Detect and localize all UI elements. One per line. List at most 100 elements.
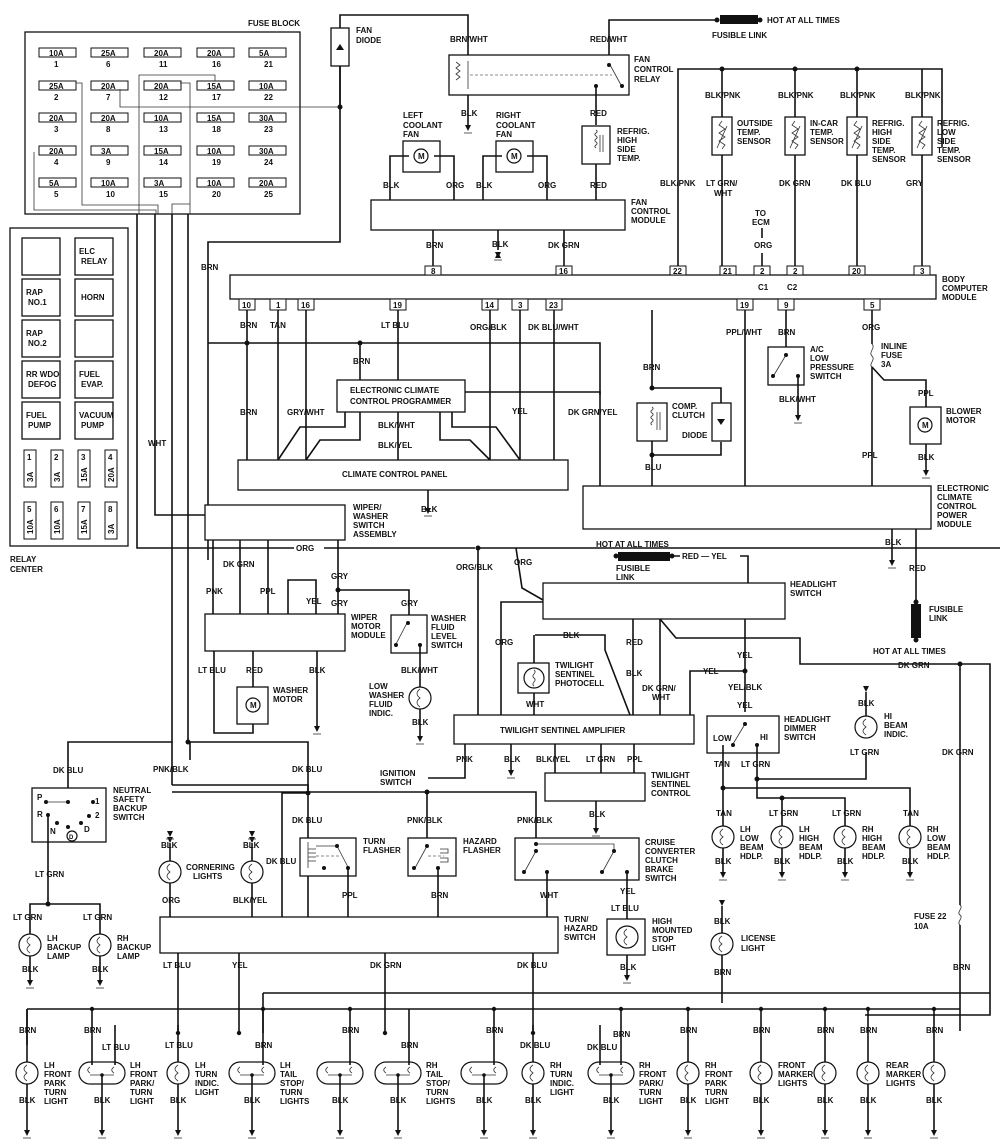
svg-text:BLK: BLK — [714, 917, 731, 926]
svg-text:24: 24 — [264, 158, 273, 167]
svg-text:R: R — [37, 810, 43, 819]
svg-text:BRN: BRN — [240, 321, 258, 330]
svg-text:SWITCH: SWITCH — [113, 813, 145, 822]
svg-text:LH: LH — [799, 825, 810, 834]
svg-text:FLASHER: FLASHER — [463, 846, 501, 855]
svg-text:CONTROL: CONTROL — [651, 789, 691, 798]
svg-text:FRONT: FRONT — [778, 1061, 806, 1070]
svg-text:BRN: BRN — [926, 1026, 944, 1035]
svg-text:3: 3 — [81, 453, 86, 462]
svg-text:SWITCH: SWITCH — [810, 372, 842, 381]
svg-text:CONTROL: CONTROL — [631, 207, 671, 216]
svg-text:PARK: PARK — [705, 1079, 727, 1088]
svg-text:BLK: BLK — [626, 669, 643, 678]
fuse-5: 5A5 — [38, 177, 77, 199]
ground-icon — [842, 872, 848, 878]
svg-text:20A: 20A — [207, 49, 222, 58]
svg-text:RR WDO: RR WDO — [26, 370, 59, 379]
svg-text:RED: RED — [626, 638, 643, 647]
svg-text:5A: 5A — [49, 179, 59, 188]
svg-text:WHT: WHT — [540, 891, 558, 900]
svg-text:8: 8 — [108, 505, 113, 514]
climate-control-panel: CLIMATE CONTROL PANEL BLK — [237, 459, 569, 514]
svg-text:FAN: FAN — [356, 26, 372, 35]
svg-text:GRY: GRY — [906, 179, 924, 188]
svg-text:SENTINEL: SENTINEL — [555, 670, 595, 679]
svg-text:11: 11 — [159, 60, 168, 69]
svg-text:TURN: TURN — [426, 1088, 448, 1097]
svg-text:10A: 10A — [154, 114, 169, 123]
svg-text:DK GRN: DK GRN — [548, 241, 580, 250]
svg-text:BEAM: BEAM — [862, 843, 886, 852]
svg-text:RH: RH — [639, 1061, 651, 1070]
ground-icon — [395, 1130, 401, 1136]
svg-text:LAMP: LAMP — [117, 952, 140, 961]
svg-text:RH: RH — [426, 1061, 438, 1070]
svg-text:HIGH: HIGH — [872, 128, 892, 137]
svg-text:LOW: LOW — [810, 354, 829, 363]
svg-text:BRN: BRN — [817, 1026, 835, 1035]
relay-fuse-2: 23A — [50, 449, 64, 488]
svg-text:BLK: BLK — [476, 181, 493, 190]
svg-text:RED — YEL: RED — YEL — [682, 552, 727, 561]
svg-text:YEL: YEL — [737, 651, 753, 660]
svg-text:BRN/WHT: BRN/WHT — [450, 35, 488, 44]
svg-text:17: 17 — [212, 93, 221, 102]
ground-icon — [481, 1130, 487, 1136]
svg-text:RED: RED — [590, 181, 607, 190]
svg-text:ORG: ORG — [514, 558, 532, 567]
svg-text:LH: LH — [44, 1061, 55, 1070]
svg-text:CORNERING: CORNERING — [186, 863, 235, 872]
ground-icon — [685, 1130, 691, 1136]
svg-text:LIGHTS: LIGHTS — [886, 1079, 916, 1088]
svg-text:22: 22 — [673, 267, 682, 276]
svg-text:LT GRN: LT GRN — [13, 913, 42, 922]
relay-fuse-8: 83A — [104, 501, 118, 540]
svg-text:BEAM: BEAM — [927, 843, 951, 852]
svg-text:HI: HI — [884, 712, 892, 721]
svg-text:SAFETY: SAFETY — [113, 795, 145, 804]
svg-text:BRAKE: BRAKE — [645, 865, 674, 874]
washer-motor: M WASHER MOTOR — [236, 686, 308, 725]
svg-text:BRN: BRN — [643, 363, 661, 372]
svg-text:TURN: TURN — [44, 1088, 66, 1097]
svg-text:LT GRN: LT GRN — [741, 760, 770, 769]
svg-text:BEAM: BEAM — [884, 721, 908, 730]
svg-text:FUEL: FUEL — [26, 411, 47, 420]
refrig-high-side-temp: REFRIG. HIGH SIDE TEMP. RED — [581, 125, 649, 200]
svg-text:DK GRN: DK GRN — [223, 560, 255, 569]
svg-text:BACKUP: BACKUP — [117, 943, 152, 952]
svg-text:IGNITION: IGNITION — [380, 769, 416, 778]
svg-text:7: 7 — [81, 505, 86, 514]
svg-text:LT BLU: LT BLU — [611, 904, 639, 913]
svg-text:HEADLIGHT: HEADLIGHT — [790, 580, 837, 589]
svg-text:10A: 10A — [914, 922, 929, 931]
svg-text:HDLP.: HDLP. — [927, 852, 950, 861]
svg-text:10A: 10A — [207, 179, 222, 188]
svg-text:LOW: LOW — [927, 834, 946, 843]
svg-text:BRN: BRN — [19, 1026, 37, 1035]
comp-clutch: BRN COMP. CLUTCH DIODE BLU — [636, 310, 732, 486]
svg-text:LH: LH — [47, 934, 58, 943]
svg-text:TURN: TURN — [130, 1088, 152, 1097]
svg-text:TURN/: TURN/ — [564, 915, 589, 924]
ground-icon — [495, 252, 501, 258]
svg-text:10A: 10A — [49, 49, 64, 58]
svg-text:SWITCH: SWITCH — [353, 521, 385, 530]
fan-control-relay: FAN CONTROL RELAY BLK RED — [448, 48, 674, 125]
svg-text:20A: 20A — [49, 114, 64, 123]
svg-text:BRN: BRN — [426, 241, 444, 250]
svg-text:WHT: WHT — [714, 189, 732, 198]
